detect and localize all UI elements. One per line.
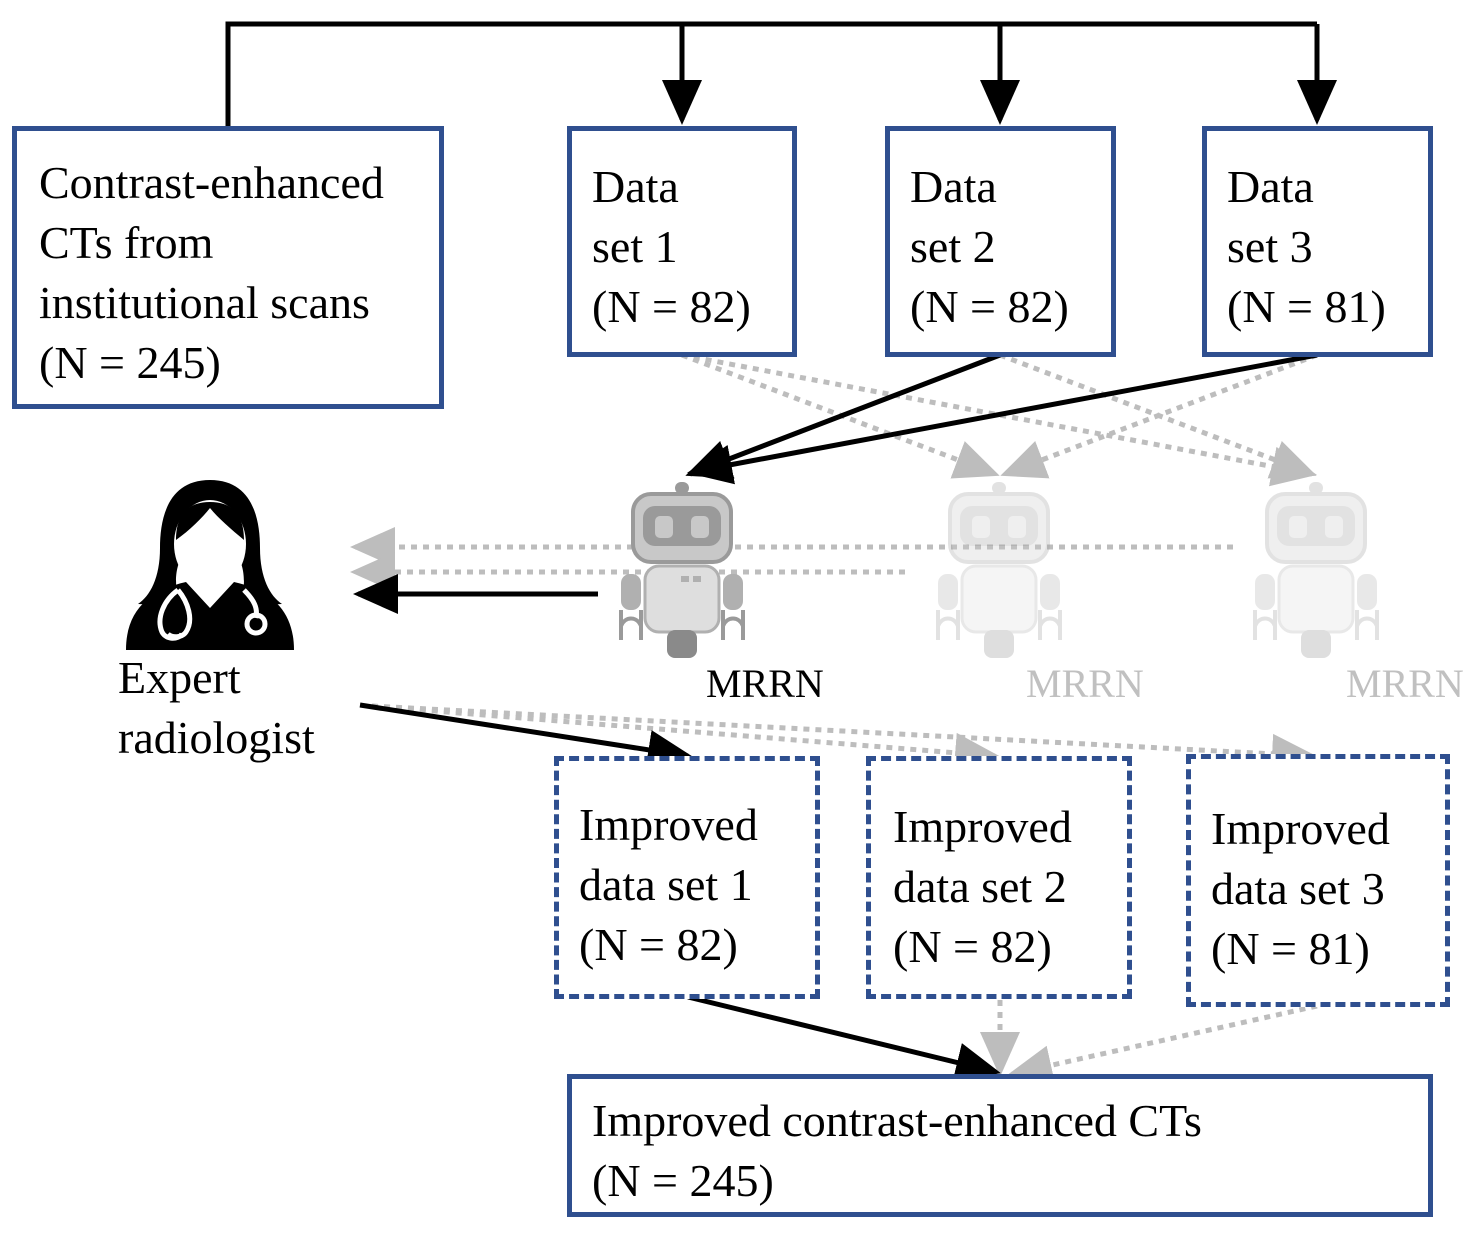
dataset-line: set 1 xyxy=(592,221,678,272)
improved-line: (N = 82) xyxy=(579,919,738,970)
source-line: CTs from xyxy=(39,217,214,268)
model-label: MRRN xyxy=(706,661,824,706)
final-box: Improved contrast-enhanced CTs (N = 245) xyxy=(567,1074,1433,1217)
robot-icon xyxy=(1253,482,1379,658)
improved-line: data set 1 xyxy=(579,859,753,910)
dataset-line: (N = 81) xyxy=(1227,281,1386,332)
improved-dataset-box-2: Improved data set 2 (N = 82) xyxy=(866,756,1132,999)
dataset-line: Data xyxy=(910,161,997,212)
dataset-box-2: Data set 2 (N = 82) xyxy=(885,126,1116,357)
improved-line: Improved xyxy=(579,799,758,850)
dataset-box-3: Data set 3 (N = 81) xyxy=(1202,126,1433,357)
improved-line: (N = 82) xyxy=(893,921,1052,972)
inactive-training-arrows xyxy=(681,352,1318,487)
correction-arrows xyxy=(359,702,1317,774)
improved-line: Improved xyxy=(893,801,1072,852)
final-line: (N = 245) xyxy=(592,1155,774,1206)
prediction-arrows xyxy=(350,527,1233,614)
doctor-icon xyxy=(126,480,294,650)
model-label: MRRN xyxy=(1346,661,1464,706)
split-connector xyxy=(225,21,1337,128)
source-line: Contrast-enhanced xyxy=(39,157,384,208)
source-line: (N = 245) xyxy=(39,337,221,388)
dataset-line: set 2 xyxy=(910,221,996,272)
robot-icon xyxy=(936,482,1062,658)
dataset-line: set 3 xyxy=(1227,221,1313,272)
model-label: MRRN xyxy=(1026,661,1144,706)
improved-line: Improved xyxy=(1211,803,1390,854)
dataset-line: Data xyxy=(1227,161,1314,212)
dataset-line: (N = 82) xyxy=(592,281,751,332)
merge-arrows xyxy=(687,994,1318,1085)
improved-dataset-box-1: Improved data set 1 (N = 82) xyxy=(554,756,820,999)
active-training-arrows xyxy=(685,352,1318,485)
improved-line: data set 2 xyxy=(893,861,1067,912)
dataset-line: (N = 82) xyxy=(910,281,1069,332)
expert-label: Expert radiologist xyxy=(118,648,315,768)
expert-line: radiologist xyxy=(118,712,315,763)
expert-line: Expert xyxy=(118,652,241,703)
source-line: institutional scans xyxy=(39,277,370,328)
improved-line: (N = 81) xyxy=(1211,923,1370,974)
dataset-box-1: Data set 1 (N = 82) xyxy=(567,126,797,357)
robot-icon xyxy=(619,482,745,658)
dataset-line: Data xyxy=(592,161,679,212)
source-box: Contrast-enhanced CTs from institutional… xyxy=(12,126,444,409)
improved-line: data set 3 xyxy=(1211,863,1385,914)
improved-dataset-box-3: Improved data set 3 (N = 81) xyxy=(1186,754,1450,1007)
final-line: Improved contrast-enhanced CTs xyxy=(592,1095,1202,1146)
